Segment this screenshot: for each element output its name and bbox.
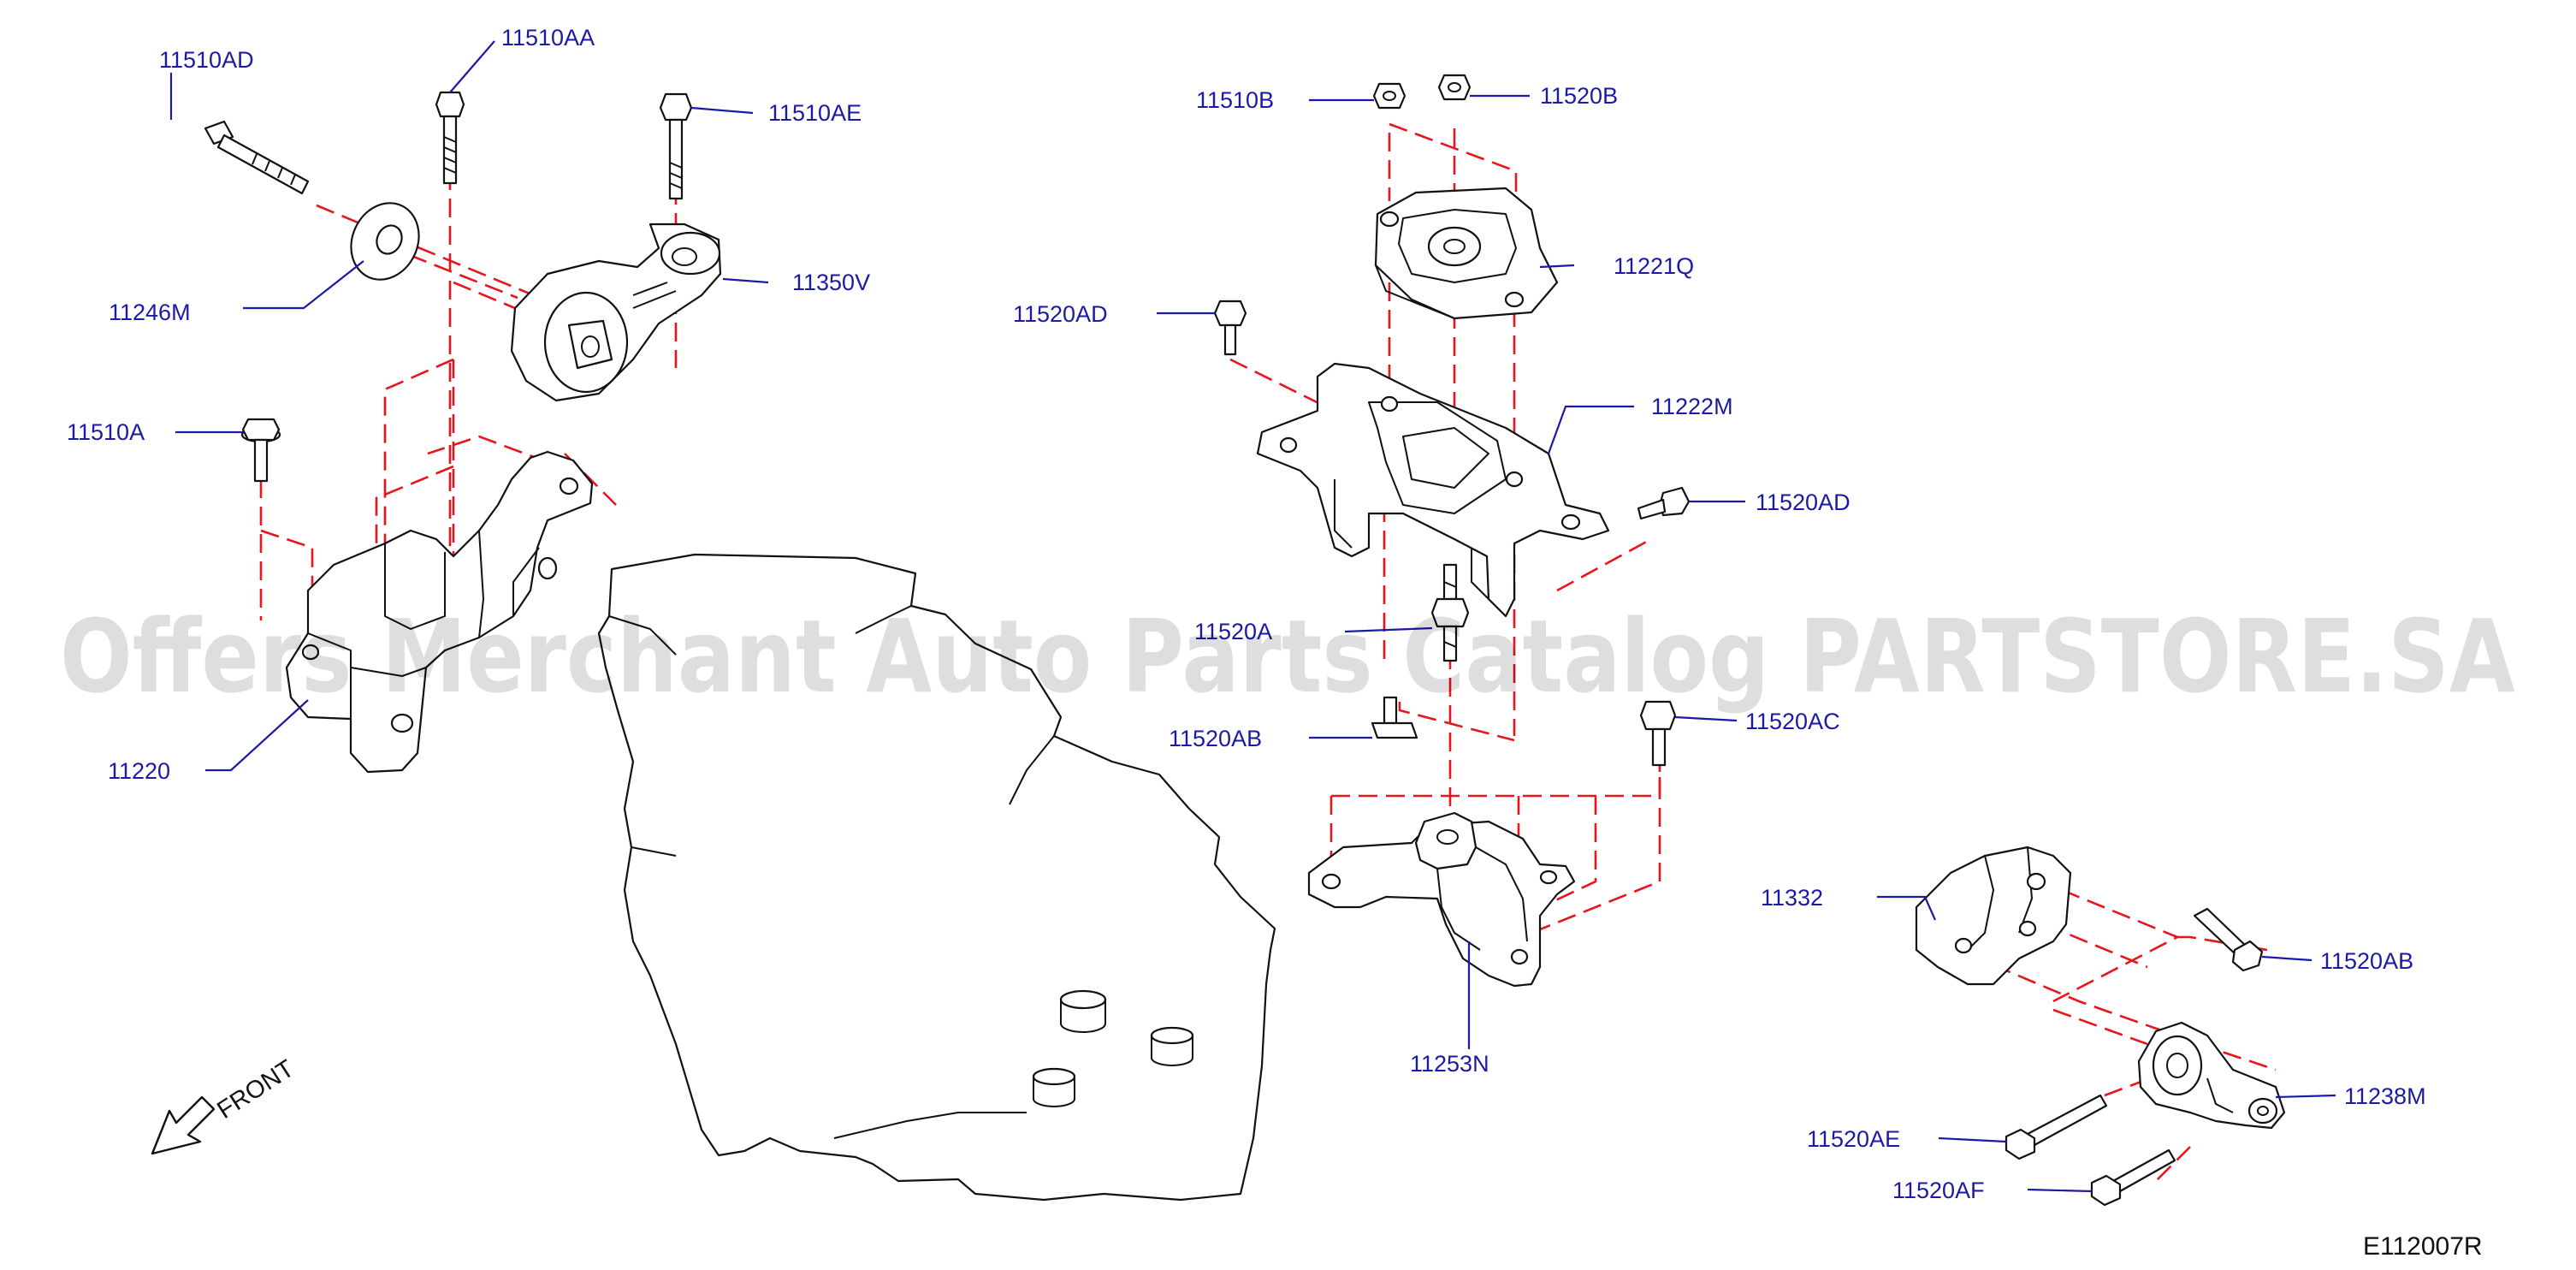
part-bolt-11510AD [204, 120, 310, 195]
callout-11520AB-right: 11520AB [2320, 948, 2413, 974]
callout-11520AB-center: 11520AB [1169, 726, 1262, 751]
part-stud-11520A [1430, 563, 1470, 662]
part-bolt-11520AB-right [2193, 907, 2264, 972]
front-indicator: FRONT [151, 1054, 299, 1155]
drawing-number: E112007R [2363, 1232, 2483, 1261]
callout-11246M: 11246M [109, 300, 191, 325]
callout-11222M: 11222M [1651, 394, 1733, 419]
part-bolt-11520AC [1639, 700, 1677, 767]
front-label: FRONT [212, 1054, 299, 1124]
callout-11510AD-left: 11510AD [159, 47, 254, 73]
callout-11520A: 11520A [1194, 619, 1272, 644]
callout-11520AE-right: 11520AE [1807, 1126, 1900, 1152]
part-nut-11510B [1372, 82, 1406, 110]
part-insulator-11253N [1307, 811, 1576, 988]
part-bolt-11510AA [435, 91, 465, 185]
part-bolt-11520AF [2090, 1148, 2176, 1207]
front-direction-arrow-icon [151, 1095, 216, 1155]
callout-11332: 11332 [1761, 885, 1823, 911]
callout-11510A: 11510A [67, 419, 145, 445]
part-bracket-11332 [1915, 846, 2072, 986]
part-bolt-11520AB-center [1371, 696, 1418, 739]
part-bolt-11510A [240, 418, 281, 483]
part-washer-11246M [350, 202, 420, 281]
callout-11510B: 11510B [1196, 87, 1274, 113]
part-bolt-11520AD-right [1637, 486, 1691, 520]
callout-11221Q: 11221Q [1614, 253, 1694, 279]
callout-11220: 11220 [108, 758, 170, 784]
callout-11350V: 11350V [792, 270, 870, 295]
callout-11510AA: 11510AA [501, 25, 595, 50]
part-bolt-11520AD-top [1213, 300, 1247, 356]
part-bracket-11222M [1256, 362, 1610, 618]
part-bracket-11220 [285, 450, 594, 774]
callout-11510AE-left: 11510AE [768, 100, 862, 126]
part-nut-11520B [1437, 74, 1472, 101]
part-bolt-11520AE-right [2005, 1094, 2108, 1160]
engine-block [597, 553, 1276, 1202]
watermark-text: Offers Merchant Auto Parts Catalog PARTS… [60, 597, 2515, 715]
part-torque-rod-11238M [2137, 1021, 2286, 1130]
part-insulator-11221Q [1374, 187, 1559, 320]
part-mount-11350V [510, 223, 722, 402]
callout-11520AD-right: 11520AD [1756, 490, 1851, 515]
callout-11520B: 11520B [1540, 83, 1618, 109]
callout-11238M: 11238M [2344, 1083, 2426, 1109]
callout-11520AF: 11520AF [1892, 1178, 1985, 1203]
callout-11520AD-top: 11520AD [1013, 301, 1108, 327]
callout-leaders [169, 40, 2336, 1193]
callout-11520AC: 11520AC [1745, 709, 1840, 734]
callout-11253N: 11253N [1410, 1051, 1489, 1077]
part-bolt-11510AE [659, 92, 693, 200]
